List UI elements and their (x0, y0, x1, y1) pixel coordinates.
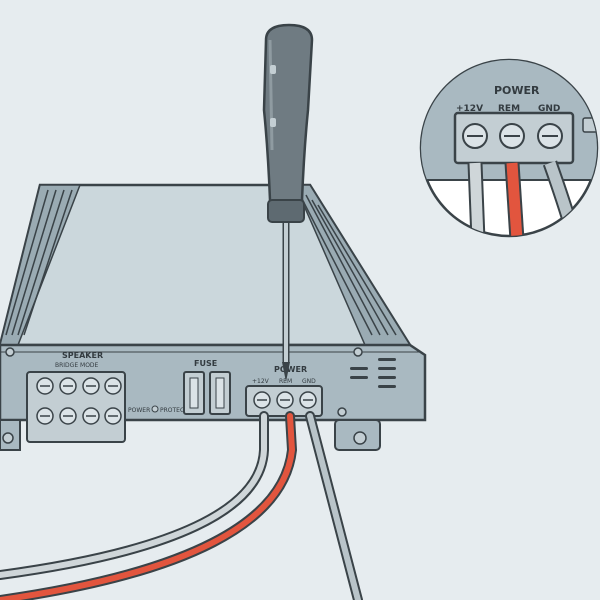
panel-screw (5, 347, 15, 357)
bridge-mode-label: BRIDGE MODE (55, 362, 99, 369)
terminal-label-gnd: GND (302, 378, 316, 385)
fuse-block: FUSE (183, 359, 231, 415)
power-terminal-block: POWER +12V REM GND (245, 365, 323, 417)
power-led-label: POWER (128, 407, 150, 414)
inset-terminal-gnd: GND (538, 104, 560, 114)
vent-slots (350, 358, 396, 388)
amplifier: SPEAKER BRIDGE MODE POWER PROTEC FUSE (0, 183, 427, 451)
inset-terminal-rem: REM (498, 104, 520, 114)
terminal-label-rem: REM (279, 378, 292, 385)
status-leds: POWER PROTEC (128, 405, 184, 414)
speaker-label: SPEAKER (62, 351, 103, 360)
zoom-inset: POWER +12V REM GND (419, 58, 599, 238)
inset-terminal-12v: +12V (456, 104, 483, 114)
fuse-label: FUSE (194, 359, 217, 368)
screwdriver-icon (262, 23, 314, 382)
terminal-label-12v: +12V (252, 378, 270, 385)
mounting-hole (353, 431, 367, 445)
inset-power-label: POWER (494, 84, 540, 97)
protect-led-label: PROTEC (160, 407, 184, 414)
panel-screw (353, 347, 363, 357)
panel-screw (337, 407, 347, 417)
speaker-terminal-block: SPEAKER BRIDGE MODE (26, 351, 126, 443)
power-label: POWER (274, 365, 307, 374)
mounting-hole (2, 432, 14, 444)
wires (0, 411, 363, 600)
